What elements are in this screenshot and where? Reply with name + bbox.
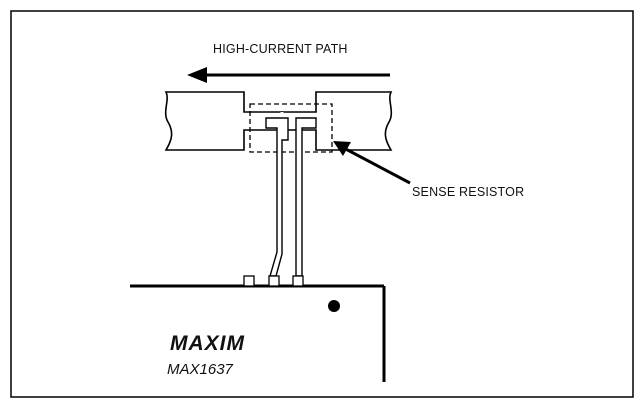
pin1-dot-icon xyxy=(328,300,340,312)
ic-pins xyxy=(243,275,304,287)
current-direction-arrow-icon xyxy=(187,67,390,83)
maxim-logo: MAXIM xyxy=(170,332,245,355)
figure-border xyxy=(10,10,634,398)
sense-resistor-pointer-arrow-icon xyxy=(333,141,411,185)
left-copper-trace xyxy=(164,91,283,151)
part-number: MAX1637 xyxy=(167,361,234,378)
ic-package xyxy=(130,284,386,382)
sense-resistor-footprint xyxy=(249,103,333,153)
sense-resistor-label: SENSE RESISTOR xyxy=(412,185,524,199)
current-path-label: HIGH-CURRENT PATH xyxy=(213,42,348,56)
